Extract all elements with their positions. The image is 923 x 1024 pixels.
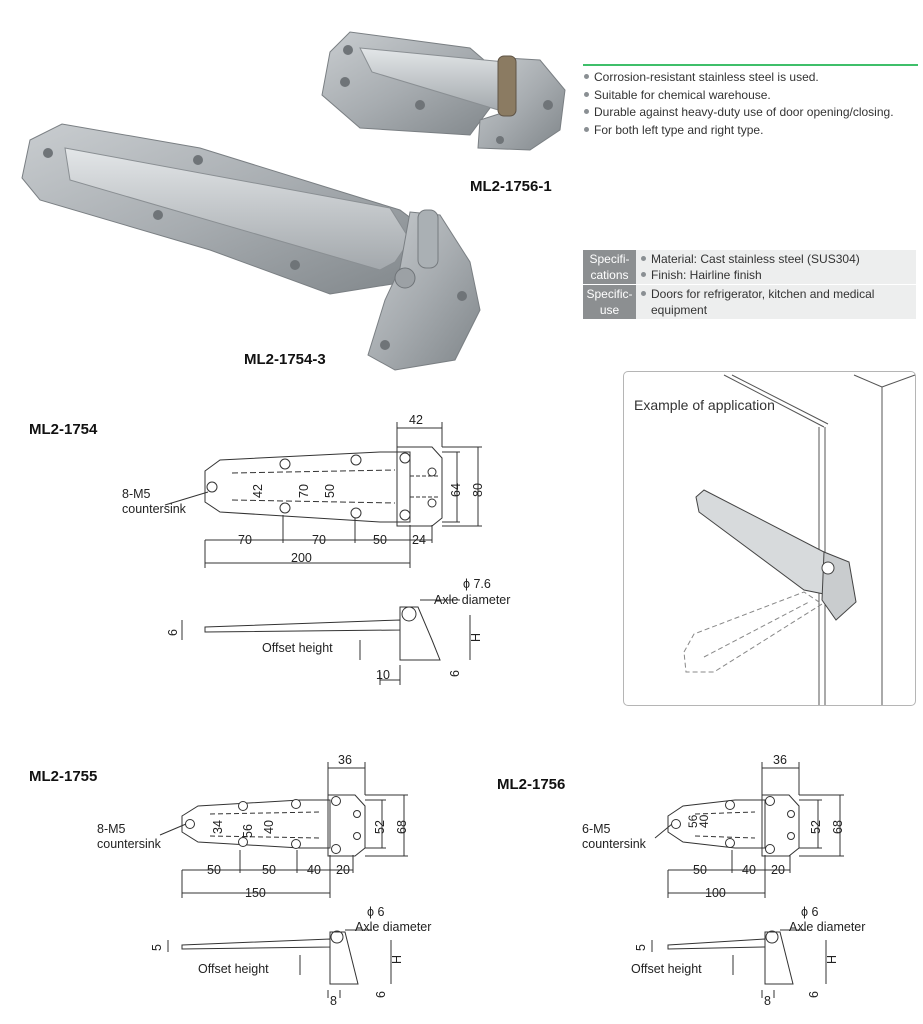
- photo-label-1754-3: ML2-1754-3: [244, 351, 326, 368]
- spec-material: Material: Cast stainless steel (SUS304): [640, 251, 916, 267]
- dim-1754-70a: 70: [238, 533, 252, 547]
- dim-1754-10: 10: [376, 668, 390, 682]
- axle-label-1756: Axle diameter: [789, 920, 865, 934]
- offset-1755: Offset height: [198, 962, 269, 976]
- dim-1755-34: 34: [211, 820, 225, 834]
- dim-1754-42: 42: [251, 484, 265, 498]
- dim-1754-6b: 6: [448, 670, 462, 677]
- dim-1755-68: 68: [395, 820, 409, 834]
- dim-1756-56: 56: [686, 814, 700, 828]
- dim-1754-50v: 50: [323, 484, 337, 498]
- dim-1755-50b: 50: [262, 863, 276, 877]
- dim-1754-6a: 6: [166, 629, 180, 636]
- screws-1754: 8-M5: [122, 487, 151, 501]
- countersink-1756: countersink: [582, 837, 647, 851]
- dim-1754-H: H: [469, 633, 483, 642]
- spec-head-specifications: Specifi-cations: [583, 250, 636, 285]
- dim-1756-100: 100: [705, 886, 726, 900]
- offset-1754: Offset height: [262, 641, 333, 655]
- dim-1755-H: H: [390, 955, 404, 964]
- dim-1755-5: 5: [150, 944, 164, 951]
- dim-1755-36: 36: [338, 753, 352, 767]
- axle-dia-1755: ϕ 6: [367, 905, 384, 919]
- dim-1755-6: 6: [374, 991, 388, 998]
- dim-1756-36: 36: [773, 753, 787, 767]
- drawing-title-1756: ML2-1756: [497, 776, 566, 793]
- screws-1755: 8-M5: [97, 822, 126, 836]
- dim-1754-50: 50: [373, 533, 387, 547]
- dim-1756-40: 40: [697, 814, 711, 828]
- dim-1754-24: 24: [412, 533, 426, 547]
- dim-1756-50: 50: [693, 863, 707, 877]
- application-illustration: [683, 374, 916, 705]
- dim-1754-42-top: 42: [409, 413, 423, 427]
- dim-1755-8: 8: [330, 994, 337, 1008]
- application-example-panel: Example of application: [623, 371, 916, 706]
- axle-label-1755: Axle diameter: [355, 920, 431, 934]
- offset-1756: Offset height: [631, 962, 702, 976]
- drawing-title-1754: ML2-1754: [29, 421, 98, 438]
- spec-head-use: Specific-use: [583, 284, 636, 319]
- dim-1754-200: 200: [291, 551, 312, 565]
- dim-1754-70b: 70: [312, 533, 326, 547]
- dim-1755-56: 56: [241, 824, 255, 838]
- drawing-title-1755: ML2-1755: [29, 768, 98, 785]
- feature-item: Suitable for chemical warehouse.: [583, 87, 918, 105]
- dim-1756-H: H: [825, 955, 839, 964]
- dim-1756-8: 8: [764, 994, 771, 1008]
- countersink-1755: countersink: [97, 837, 162, 851]
- axle-dia-1756: ϕ 6: [801, 905, 818, 919]
- axle-label-1754: Axle diameter: [434, 593, 510, 607]
- spec-finish: Finish: Hairline finish: [640, 267, 916, 283]
- dim-1756-5: 5: [634, 944, 648, 951]
- dim-1755-150: 150: [245, 886, 266, 900]
- dim-1756-52: 52: [809, 820, 823, 834]
- dim-1756-20: 20: [771, 863, 785, 877]
- axle-dia-1754: ϕ 7.6: [463, 577, 491, 591]
- feature-item: Corrosion-resistant stainless steel is u…: [583, 69, 918, 87]
- dim-1756-40h: 40: [742, 863, 756, 877]
- dim-1755-40: 40: [262, 820, 276, 834]
- screws-1756: 6-M5: [582, 822, 611, 836]
- dim-1755-20: 20: [336, 863, 350, 877]
- photo-label-1756-1: ML2-1756-1: [470, 178, 552, 195]
- dim-1756-68: 68: [831, 820, 845, 834]
- dim-1754-64: 64: [449, 483, 463, 497]
- feature-item: Durable against heavy-duty use of door o…: [583, 104, 918, 122]
- dim-1755-40h: 40: [307, 863, 321, 877]
- dim-1754-70v: 70: [297, 484, 311, 498]
- spec-use: Doors for refrigerator, kitchen and medi…: [640, 286, 916, 318]
- dim-1755-52: 52: [373, 820, 387, 834]
- application-caption: Example of application: [634, 397, 775, 413]
- feature-item: For both left type and right type.: [583, 122, 918, 140]
- countersink-1754: countersink: [122, 502, 187, 516]
- feature-list: Corrosion-resistant stainless steel is u…: [583, 64, 918, 139]
- dim-1755-50a: 50: [207, 863, 221, 877]
- dim-1754-80: 80: [471, 483, 485, 497]
- spec-table: Specifi-cations Material: Cast stainless…: [583, 250, 916, 319]
- dim-1756-6: 6: [807, 991, 821, 998]
